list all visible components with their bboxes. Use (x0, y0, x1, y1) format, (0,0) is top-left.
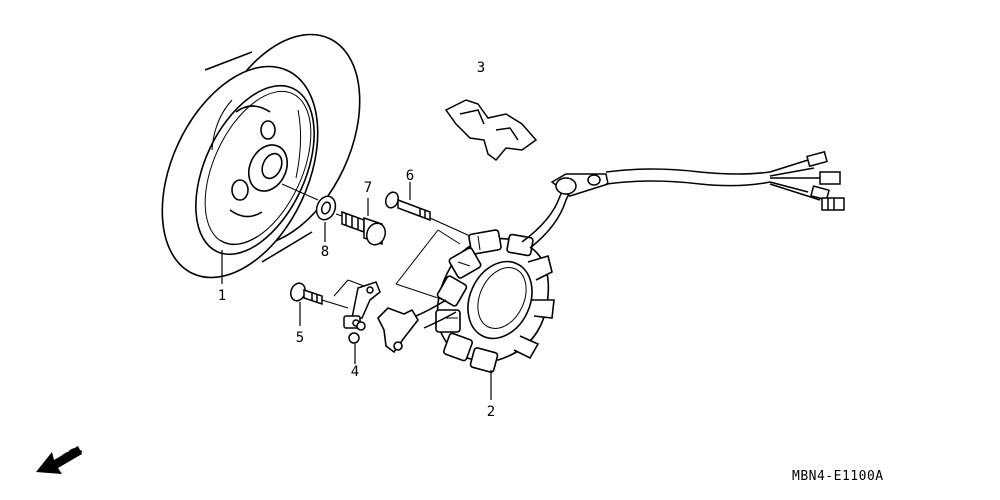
part-number-3: 3 (477, 60, 485, 76)
stator-part (377, 229, 555, 373)
part-number-1: 1 (218, 288, 226, 304)
part-number-2: 2 (487, 404, 495, 420)
leader-lines (221, 182, 492, 400)
part-number-8: 8 (321, 244, 329, 260)
stator-bolt-part (384, 191, 431, 222)
part-number-7: 7 (364, 180, 372, 196)
front-direction-arrow: FR. (36, 443, 85, 474)
washer-part (315, 195, 337, 221)
flywheel-bolt-part (341, 210, 387, 246)
pulse-generator-bolt-part (289, 282, 323, 306)
drawing-code: MBN4-E1100A (792, 469, 884, 484)
part-number-4: 4 (351, 364, 359, 380)
assembly-lines (281, 183, 471, 309)
pulse-generator-part (343, 281, 381, 344)
wire-clamp-part (444, 99, 538, 162)
part-number-6: 6 (406, 168, 414, 184)
flywheel-part (161, 33, 361, 279)
wire-harness (423, 150, 845, 329)
part-number-5: 5 (296, 330, 304, 346)
